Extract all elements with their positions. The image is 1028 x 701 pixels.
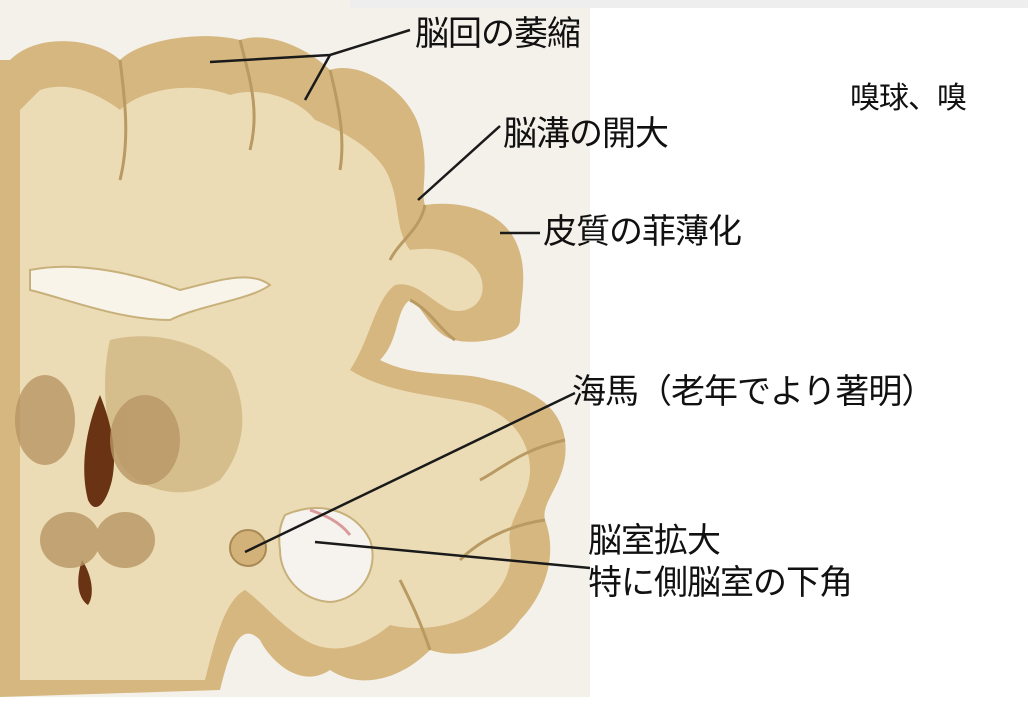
label-gyri-atrophy: 脳回の萎縮 xyxy=(415,15,580,53)
hippocampus-shape xyxy=(230,530,266,566)
label-ventricle-line2: 特に側脳室の下角 xyxy=(588,562,852,604)
label-sulci-widening: 脳溝の開大 xyxy=(503,115,668,153)
top-strip xyxy=(350,0,1028,8)
label-hippocampus: 海馬（老年でより著明） xyxy=(572,373,934,411)
label-ventricle-line1: 脳室拡大 xyxy=(588,520,852,562)
label-cortex-thinning: 皮質の菲薄化 xyxy=(543,213,741,251)
label-ventricle-enlargement: 脳室拡大 特に側脳室の下角 xyxy=(588,520,852,604)
label-olfactory: 嗅球、嗅 xyxy=(850,80,966,118)
